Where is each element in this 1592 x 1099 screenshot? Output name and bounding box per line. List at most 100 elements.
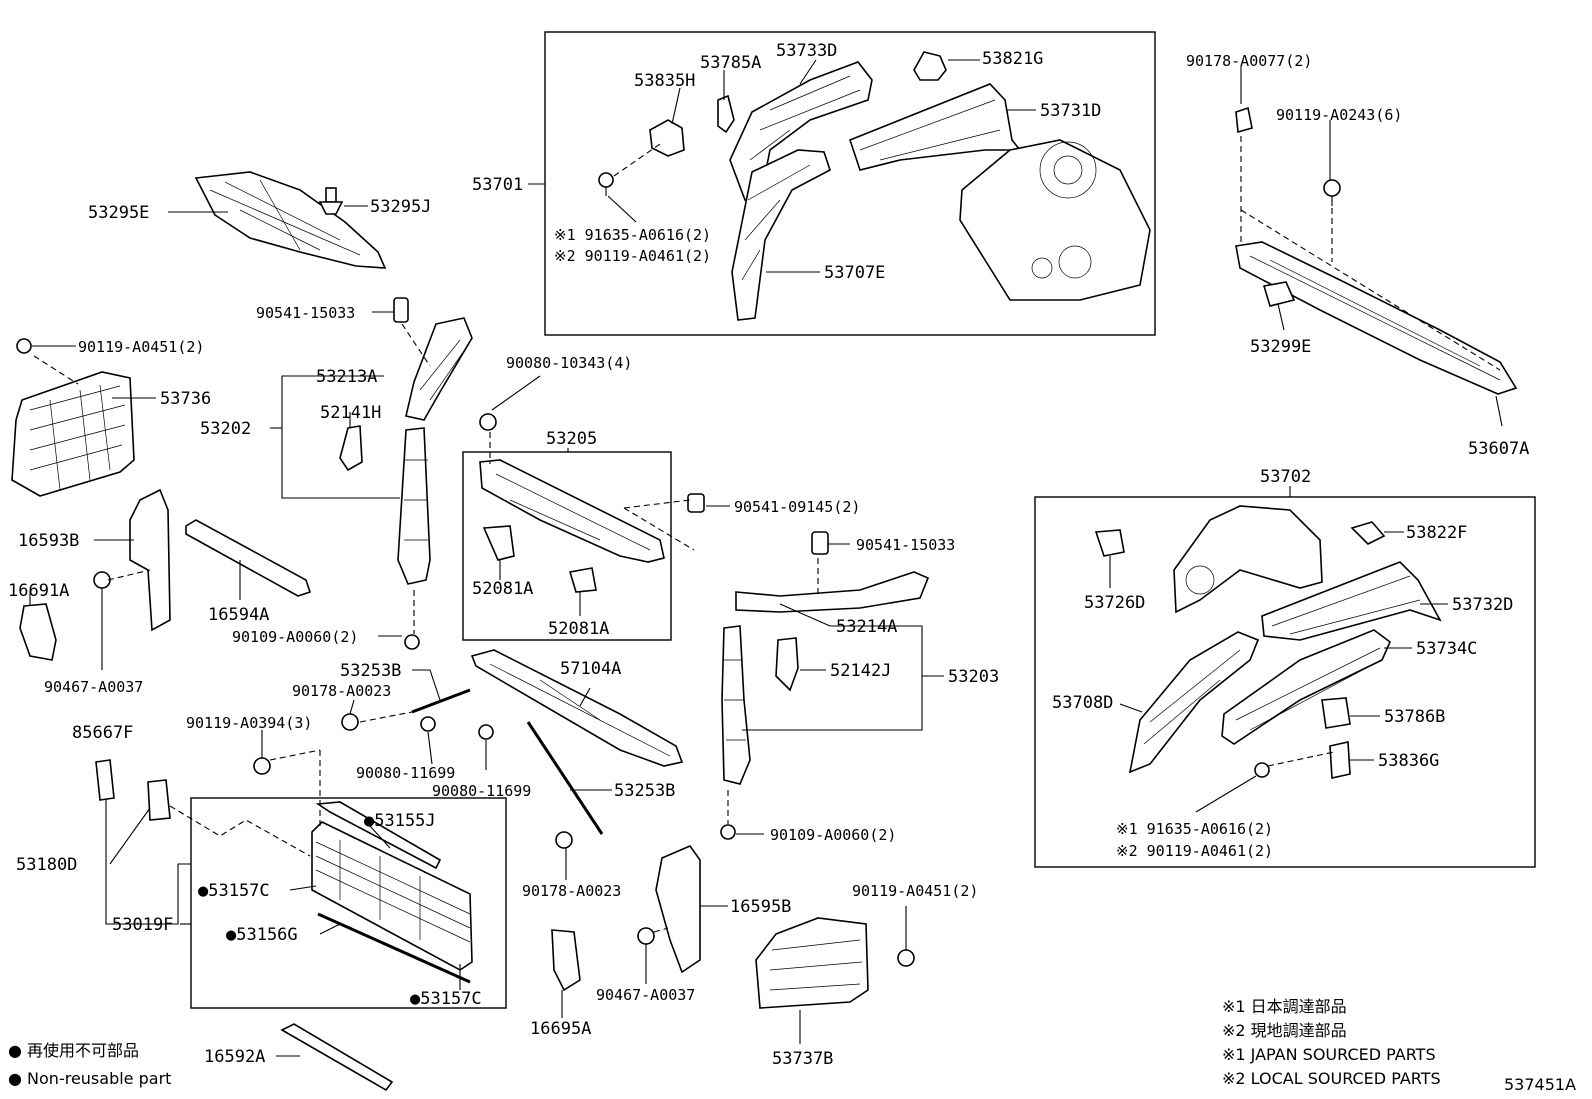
part-57104A-illustration — [470, 649, 684, 767]
part-53733D-illustration — [729, 61, 873, 212]
part-53734C-illustration — [1221, 629, 1391, 745]
label-53702: 53702 — [1260, 467, 1311, 487]
label-53708D: 53708D — [1052, 693, 1113, 713]
label-90080-11699-b: 90080-11699 — [432, 782, 531, 800]
part-52081A-b-illustration — [568, 567, 597, 593]
part-53180D-illustration — [147, 779, 171, 821]
part-53786B-illustration — [1321, 697, 1351, 729]
seal-53155J-illustration — [315, 801, 442, 870]
rod-53253B-a — [411, 688, 471, 714]
part-53726D-illustration — [1094, 529, 1125, 557]
part-85667F-illustration — [95, 759, 115, 801]
label-85667F: 85667F — [72, 723, 133, 743]
bolt-90109-A0060-icon-b — [720, 824, 736, 840]
part-52081A-a-illustration — [482, 525, 515, 561]
label-53731D: 53731D — [1040, 101, 1101, 121]
cushion-90541-09145-icon — [687, 493, 705, 513]
legend-note1-en: ※1 JAPAN SOURCED PARTS — [1222, 1045, 1436, 1064]
label-53822F: 53822F — [1406, 523, 1467, 543]
label-53213A: 53213A — [316, 367, 377, 387]
part-53607A-illustration — [1235, 241, 1518, 395]
label-91635-A0616-2-a: ※1 91635-A0616(2) — [554, 226, 711, 244]
label-53726D: 53726D — [1084, 593, 1145, 613]
label-90119-A0451-2-b: 90119-A0451(2) — [852, 882, 978, 900]
part-53732D-illustration — [1261, 561, 1442, 641]
label-91635-A0616-2-b: ※1 91635-A0616(2) — [1116, 820, 1273, 838]
label-90080-10343-4: 90080-10343(4) — [506, 354, 632, 372]
clip-90467-A0037-icon-a — [93, 571, 111, 589]
bolt-90119-A0243-icon — [1323, 179, 1341, 206]
label-53835H: 53835H — [634, 71, 695, 91]
group-box-53205 — [462, 451, 672, 641]
part-16592A-illustration — [280, 1023, 394, 1092]
label-53253B-a: 53253B — [340, 661, 401, 681]
label-90119-A0394-3: 90119-A0394(3) — [186, 714, 312, 732]
part-53702-apron-illustration — [1173, 505, 1323, 614]
nut-90178-A0023-icon-a — [341, 713, 359, 731]
label-90467-A0037-a: 90467-A0037 — [44, 678, 143, 696]
label-53019F: 53019F — [112, 915, 173, 935]
label-53205: 53205 — [546, 429, 597, 449]
legend-non-reusable-jp: ● 再使用不可部品 — [8, 1041, 139, 1060]
label-57104A: 57104A — [560, 659, 621, 679]
label-90541-09145-2: 90541-09145(2) — [734, 498, 860, 516]
part-53731D-illustration — [849, 83, 1022, 171]
label-53214A: 53214A — [836, 617, 897, 637]
part-53295E-illustration — [194, 171, 387, 269]
legend-non-reusable-en: ● Non-reusable part — [8, 1069, 171, 1088]
label-53821G: 53821G — [982, 49, 1043, 69]
part-53299E-illustration — [1262, 281, 1296, 307]
part-53203-column-illustration — [721, 625, 751, 785]
label-90119-A0461-2-a: ※2 90119-A0461(2) — [554, 247, 711, 265]
label-53836G: 53836G — [1378, 751, 1439, 771]
part-53019F-shutter-illustration — [311, 821, 473, 971]
part-53737B-illustration — [755, 917, 869, 1009]
part-53835H-illustration — [649, 119, 685, 157]
label-53156G: ●53156G — [226, 925, 298, 945]
label-53734C: 53734C — [1416, 639, 1477, 659]
label-90119-A0243-6: 90119-A0243(6) — [1276, 106, 1402, 124]
label-53701: 53701 — [472, 175, 523, 195]
label-90119-A0461-2-b: ※2 90119-A0461(2) — [1116, 842, 1273, 860]
legend-note1-jp: ※1 日本調達部品 — [1222, 997, 1347, 1016]
part-16691A-illustration — [19, 603, 57, 661]
label-53202: 53202 — [200, 419, 251, 439]
dashed-guides — [33, 136, 1501, 933]
bolt-90119-A0394-icon — [253, 757, 271, 775]
label-53295E: 53295E — [88, 203, 149, 223]
part-53736-illustration — [11, 371, 135, 497]
part-53708D-illustration — [1128, 631, 1260, 774]
bolt-91635-icon — [598, 172, 614, 196]
label-53157C-b: ●53157C — [410, 989, 482, 1009]
bolt-90109-A0060-icon-a — [404, 634, 420, 650]
part-53821G-illustration — [913, 51, 947, 81]
cushion-90541-15033-icon-a — [393, 297, 409, 323]
label-90109-A0060-2-a: 90109-A0060(2) — [232, 628, 358, 646]
label-52081A-b: 52081A — [548, 619, 609, 639]
leader-lines — [29, 59, 1503, 1057]
label-90467-A0037-b: 90467-A0037 — [596, 986, 695, 1004]
label-52141H: 52141H — [320, 403, 381, 423]
part-53213A-illustration — [405, 317, 473, 421]
label-90541-15033-a: 90541-15033 — [256, 304, 355, 322]
clip-90467-A0037-icon-b — [637, 927, 655, 945]
label-53785A: 53785A — [700, 53, 761, 73]
diagram-id: 537451A — [1504, 1075, 1576, 1094]
label-53733D: 53733D — [776, 41, 837, 61]
part-52142J-illustration — [775, 637, 799, 692]
label-90109-A0060-2-b: 90109-A0060(2) — [770, 826, 896, 844]
label-53203: 53203 — [948, 667, 999, 687]
label-90178-A0023-b: 90178-A0023 — [522, 882, 621, 900]
legend-note2-en: ※2 LOCAL SOURCED PARTS — [1222, 1069, 1441, 1088]
label-16594A: 16594A — [208, 605, 269, 625]
bolt-90080-11699-icon-a — [420, 716, 436, 732]
part-16594A-illustration — [185, 519, 312, 597]
part-53214A-illustration — [735, 571, 930, 613]
part-53202-column-illustration — [397, 427, 431, 585]
part-16695A-illustration — [551, 929, 581, 992]
nut-90178-A0077-icon — [1235, 106, 1253, 134]
label-90178-A0077-2: 90178-A0077(2) — [1186, 52, 1312, 70]
bolt-90080-11699-icon-b — [478, 724, 494, 740]
label-53607A: 53607A — [1468, 439, 1529, 459]
